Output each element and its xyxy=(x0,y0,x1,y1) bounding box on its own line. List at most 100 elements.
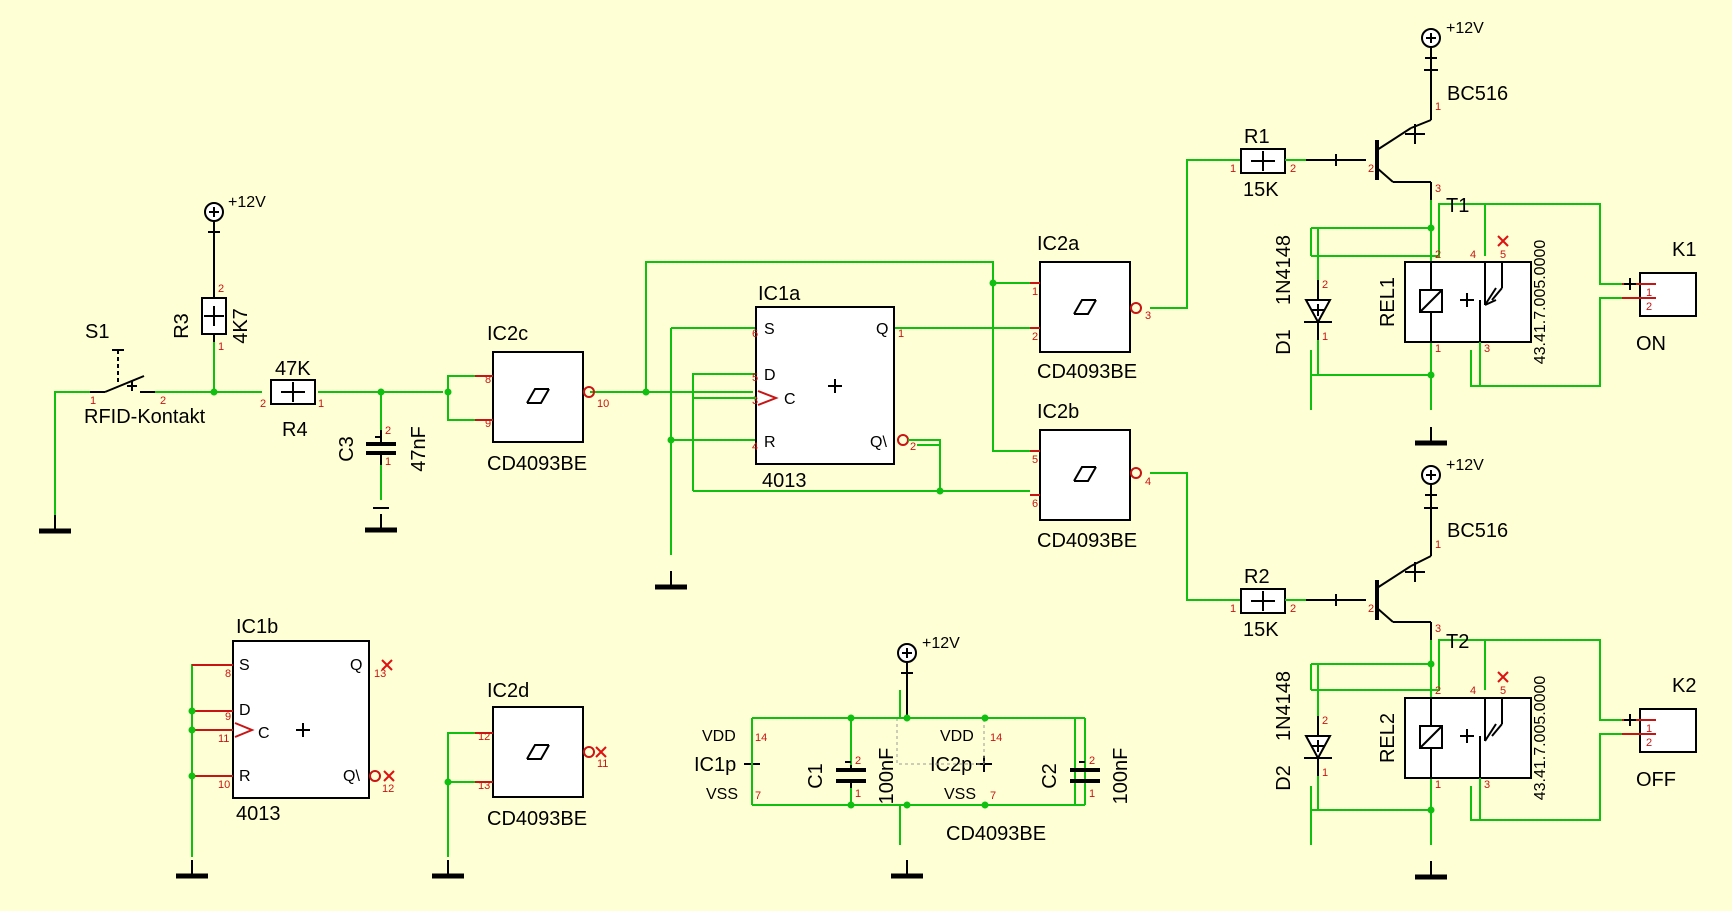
svg-text:1: 1 xyxy=(1089,788,1095,800)
ic2c-part: CD4093BE xyxy=(487,453,587,475)
ground-symbol-3 xyxy=(655,571,687,587)
svg-text:10: 10 xyxy=(597,398,609,410)
svg-text:6: 6 xyxy=(752,328,758,340)
r1-ref: R1 xyxy=(1244,126,1270,148)
svg-text:10: 10 xyxy=(218,779,230,791)
connector-k2: 1 2 K2 OFF xyxy=(1622,675,1697,791)
svg-text:2: 2 xyxy=(260,398,266,410)
vcc-t1: +12V xyxy=(1421,20,1484,67)
d2-part: 1N4148 xyxy=(1273,671,1295,741)
vcc-power: +12V xyxy=(897,635,960,682)
svg-text:13: 13 xyxy=(478,780,490,792)
svg-text:14: 14 xyxy=(755,732,767,744)
svg-text:3: 3 xyxy=(1435,623,1441,635)
c3-value: 47nF xyxy=(408,426,430,472)
svg-text:3: 3 xyxy=(1435,183,1441,195)
svg-text:1: 1 xyxy=(1230,603,1236,615)
k2-ref: K2 xyxy=(1672,675,1696,697)
ground-symbol-8 xyxy=(891,860,923,876)
relay-rel2: 2 4 5 1 3 REL2 43.41.7.005.0000 xyxy=(1377,640,1549,845)
svg-text:S: S xyxy=(764,321,775,338)
svg-text:C: C xyxy=(784,391,796,408)
ic1p-vss: VSS xyxy=(706,786,738,803)
c2-value: 100nF xyxy=(1110,748,1132,805)
svg-text:R: R xyxy=(239,768,251,785)
ic1a-ref: IC1a xyxy=(758,283,801,305)
svg-text:1: 1 xyxy=(1435,539,1441,551)
vcc-r3: +12V xyxy=(204,194,266,241)
svg-text:3: 3 xyxy=(1145,310,1151,322)
rel2-ref: REL2 xyxy=(1377,713,1399,763)
ic2b-part: CD4093BE xyxy=(1037,530,1137,552)
power-block: VDD 14 IC1p VSS 7 VDD 14 IC2p VSS 7 CD40… xyxy=(694,681,1046,845)
r3-value: 4K7 xyxy=(230,308,252,344)
svg-text:D: D xyxy=(764,367,776,384)
svg-text:5: 5 xyxy=(752,372,758,384)
transistor-t1: 2 1 3 BC516 T1 xyxy=(1306,66,1508,256)
svg-text:9: 9 xyxy=(485,418,491,430)
c1-value: 100nF xyxy=(876,748,898,805)
svg-text:D: D xyxy=(239,702,251,719)
ic2a-part: CD4093BE xyxy=(1037,361,1137,383)
ic1b-part: 4013 xyxy=(236,803,281,825)
svg-text:8: 8 xyxy=(485,374,491,386)
relay-rel1: 2 4 5 1 3 REL1 43.41.7.005.0000 xyxy=(1377,204,1549,410)
svg-text:11: 11 xyxy=(597,758,608,770)
svg-text:1: 1 xyxy=(1032,286,1038,298)
svg-text:2: 2 xyxy=(910,441,916,453)
r4-ref: R4 xyxy=(282,419,308,441)
r2-ref: R2 xyxy=(1244,566,1270,588)
diode-d1: 2 1 1N4148 D1 xyxy=(1273,227,1431,376)
svg-text:1: 1 xyxy=(318,398,324,410)
svg-text:3: 3 xyxy=(752,395,758,407)
switch-s1: 1 2 S1 RFID-Kontakt xyxy=(84,321,206,428)
ground-symbol-7 xyxy=(432,860,464,876)
c2-ref: C2 xyxy=(1039,763,1061,789)
svg-text:13: 13 xyxy=(374,668,386,680)
svg-text:5: 5 xyxy=(1032,454,1038,466)
k1-label: ON xyxy=(1636,333,1666,355)
ic2p-label: IC2p xyxy=(930,754,972,776)
ic1b-ref: IC1b xyxy=(236,616,278,638)
svg-text:12: 12 xyxy=(382,783,394,795)
capacitor-c2: 2 1 C2 100nF xyxy=(1039,718,1132,805)
ic2d-part: CD4093BE xyxy=(487,808,587,830)
svg-text:1: 1 xyxy=(855,788,861,800)
svg-text:12: 12 xyxy=(478,731,490,743)
svg-text:4: 4 xyxy=(1470,249,1476,261)
svg-text:1: 1 xyxy=(1435,101,1441,113)
svg-text:2: 2 xyxy=(1322,715,1328,727)
c3-ref: C3 xyxy=(336,436,358,462)
svg-text:6: 6 xyxy=(1032,498,1038,510)
svg-text:C: C xyxy=(258,725,270,742)
power-part: CD4093BE xyxy=(946,823,1046,845)
transistor-t2: 2 1 3 BC516 T2 xyxy=(1306,503,1508,690)
svg-text:2: 2 xyxy=(1435,249,1441,261)
ic2p-vdd: VDD xyxy=(940,728,974,745)
gate-ic2d: 12 13 11 IC2d CD4093BE xyxy=(475,680,608,830)
k1-ref: K1 xyxy=(1672,239,1696,261)
ic2d-ref: IC2d xyxy=(487,680,529,702)
t2-part: BC516 xyxy=(1447,520,1508,542)
svg-text:1: 1 xyxy=(1646,723,1652,735)
flipflop-ic1a: S D C R Q Q\ 6 5 3 4 1 2 IC1a 4013 xyxy=(752,283,916,492)
svg-text:11: 11 xyxy=(218,733,229,745)
r2-value: 15K xyxy=(1243,619,1279,641)
svg-text:4: 4 xyxy=(1470,685,1476,697)
svg-text:2: 2 xyxy=(1368,603,1374,615)
svg-text:5: 5 xyxy=(1500,249,1506,261)
svg-text:2: 2 xyxy=(1322,279,1328,291)
svg-text:1: 1 xyxy=(1230,163,1236,175)
ic1a-part: 4013 xyxy=(762,470,807,492)
vcc-t2: +12V xyxy=(1421,457,1484,504)
svg-text:2: 2 xyxy=(1435,685,1441,697)
svg-text:1: 1 xyxy=(218,341,224,353)
svg-text:7: 7 xyxy=(755,790,761,802)
svg-text:1: 1 xyxy=(1322,767,1328,779)
ground-symbol-4 xyxy=(1415,427,1447,443)
svg-text:2: 2 xyxy=(1646,301,1652,313)
resistor-r2: 1 2 R2 15K xyxy=(1230,566,1306,641)
svg-text:+12V: +12V xyxy=(922,635,960,652)
ground-symbol-5 xyxy=(1415,861,1447,877)
